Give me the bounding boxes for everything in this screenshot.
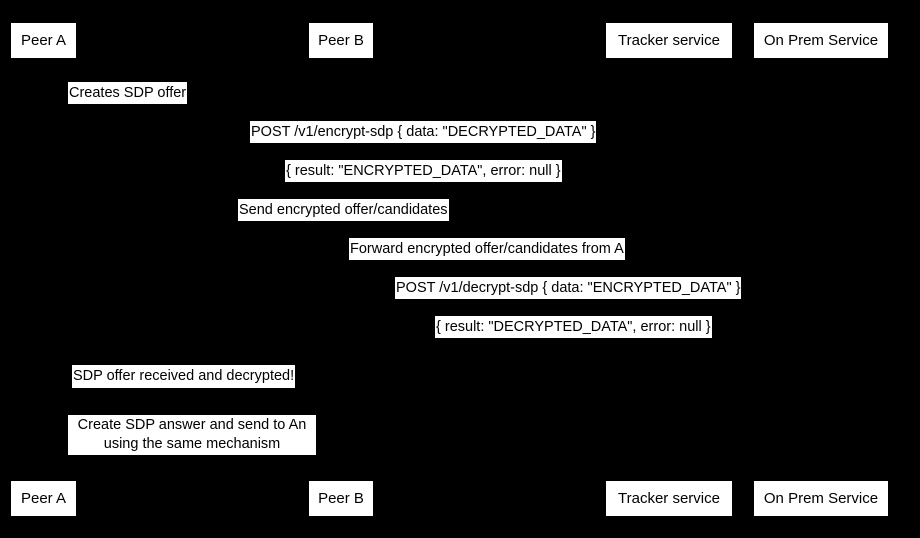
participant-on-prem-service-bottom[interactable]: On Prem Service [753, 480, 889, 517]
message-label: POST /v1/encrypt-sdp { data: "DECRYPTED_… [251, 124, 596, 140]
message-encrypt-sdp-result: { result: "ENCRYPTED_DATA", error: null … [285, 160, 562, 182]
participant-peer-b-top[interactable]: Peer B [308, 22, 374, 59]
lifeline-peer-b [340, 58, 341, 474]
arrow-decrypt-sdp-result [340, 340, 821, 341]
arrow-send-encrypted-offer [43, 223, 668, 224]
participant-peer-b-bottom[interactable]: Peer B [308, 480, 374, 517]
message-label: { result: "ENCRYPTED_DATA", error: null … [286, 163, 561, 179]
message-decrypt-sdp-result: { result: "DECRYPTED_DATA", error: null … [435, 316, 712, 338]
lifeline-on-prem-service [821, 58, 822, 474]
message-label: POST /v1/decrypt-sdp { data: "ENCRYPTED_… [396, 280, 741, 296]
arrow-post-encrypt-sdp [43, 145, 821, 146]
participant-label: Peer A [20, 32, 67, 49]
lifeline-tracker-service [668, 58, 669, 474]
message-send-encrypted-offer: Send encrypted offer/candidates [238, 199, 449, 221]
arrow-sdp-offer-received [43, 389, 83, 390]
arrow-forward-encrypted-offer [340, 262, 668, 263]
participant-tracker-service-bottom[interactable]: Tracker service [605, 480, 733, 517]
arrow-encrypt-sdp-result [43, 184, 821, 185]
participant-label: On Prem Service [763, 490, 879, 507]
message-label: Send encrypted offer/candidates [239, 202, 448, 218]
participant-label: Peer A [20, 490, 67, 507]
message-label: SDP offer received and decrypted! [73, 368, 295, 384]
message-label-line-2: using the same mechanism [103, 436, 281, 452]
message-creates-sdp-offer: Creates SDP offer [68, 82, 188, 104]
message-label: Forward encrypted offer/candidates from … [350, 241, 624, 257]
arrow-creates-sdp-offer [43, 106, 83, 107]
participant-label: Peer B [318, 32, 364, 49]
arrow-create-sdp-answer [43, 455, 83, 456]
message-post-decrypt-sdp: POST /v1/decrypt-sdp { data: "ENCRYPTED_… [395, 277, 742, 299]
arrow-post-decrypt-sdp [340, 301, 821, 302]
participant-label: Tracker service [618, 32, 720, 49]
participant-label: Peer B [318, 490, 364, 507]
message-post-encrypt-sdp: POST /v1/encrypt-sdp { data: "DECRYPTED_… [250, 121, 597, 143]
message-label-line-1: Create SDP answer and send to An [77, 417, 307, 433]
participant-peer-a-top[interactable]: Peer A [10, 22, 77, 59]
participant-label: Tracker service [618, 490, 720, 507]
message-label: Creates SDP offer [69, 85, 187, 101]
message-forward-encrypted-offer: Forward encrypted offer/candidates from … [349, 238, 625, 260]
message-label: { result: "DECRYPTED_DATA", error: null … [436, 319, 711, 335]
participant-tracker-service-top[interactable]: Tracker service [605, 22, 733, 59]
participant-on-prem-service-top[interactable]: On Prem Service [753, 22, 889, 59]
message-sdp-offer-received: SDP offer received and decrypted! [72, 365, 296, 388]
participant-peer-a-bottom[interactable]: Peer A [10, 480, 77, 517]
lifeline-peer-a [43, 58, 44, 474]
message-create-sdp-answer: Create SDP answer and send to An using t… [68, 415, 316, 455]
participant-label: On Prem Service [763, 32, 879, 49]
